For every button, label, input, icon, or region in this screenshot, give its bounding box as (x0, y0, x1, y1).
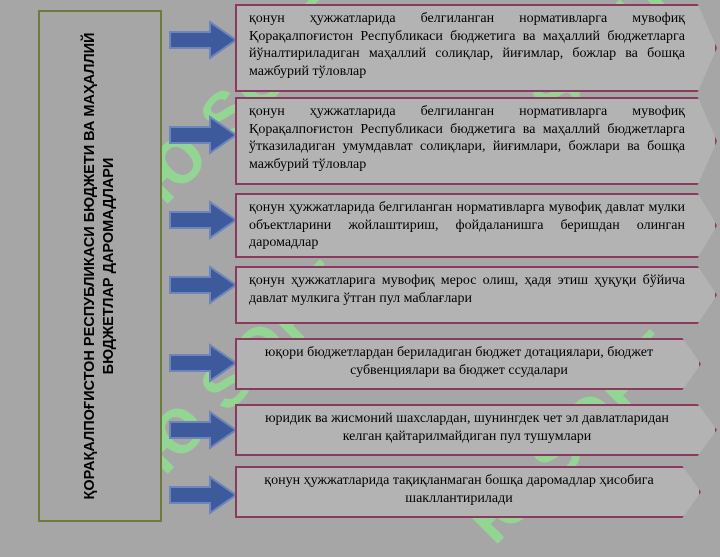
arrow-icon (169, 200, 238, 240)
arrow-icon (169, 343, 238, 383)
income-item-box: қонун ҳужжатларида белгиланган нормативл… (235, 97, 717, 185)
income-item-box: қонун ҳужжатларига мувофиқ мерос олиш, ҳ… (235, 266, 717, 324)
income-item-box: қонун ҳужжатларида белгиланган нормативл… (235, 4, 717, 92)
left-title: ҚОРАҚАЛПОҒИСТОН РЕСПУБЛИКАСИ БЮДЖЕТИ ВА … (82, 32, 117, 500)
arrow-icon (169, 265, 238, 305)
arrow-icon (169, 475, 238, 515)
left-title-panel: ҚОРАҚАЛПОҒИСТОН РЕСПУБЛИКАСИ БЮДЖЕТИ ВА … (38, 10, 162, 522)
income-item-box: юридик ва жисмоний шахслардан, шунингдек… (235, 404, 717, 456)
arrow-icon (169, 20, 238, 60)
income-item-box: юқори бюджетлардан бериладиган бюджет до… (235, 338, 701, 390)
arrow-icon (169, 410, 238, 450)
income-item-box: қонун ҳужжатларида тақиқланмаган бошқа д… (235, 466, 701, 518)
income-item-box: қонун ҳужжатларида белгиланган нормативл… (235, 193, 717, 258)
arrow-icon (169, 115, 238, 155)
